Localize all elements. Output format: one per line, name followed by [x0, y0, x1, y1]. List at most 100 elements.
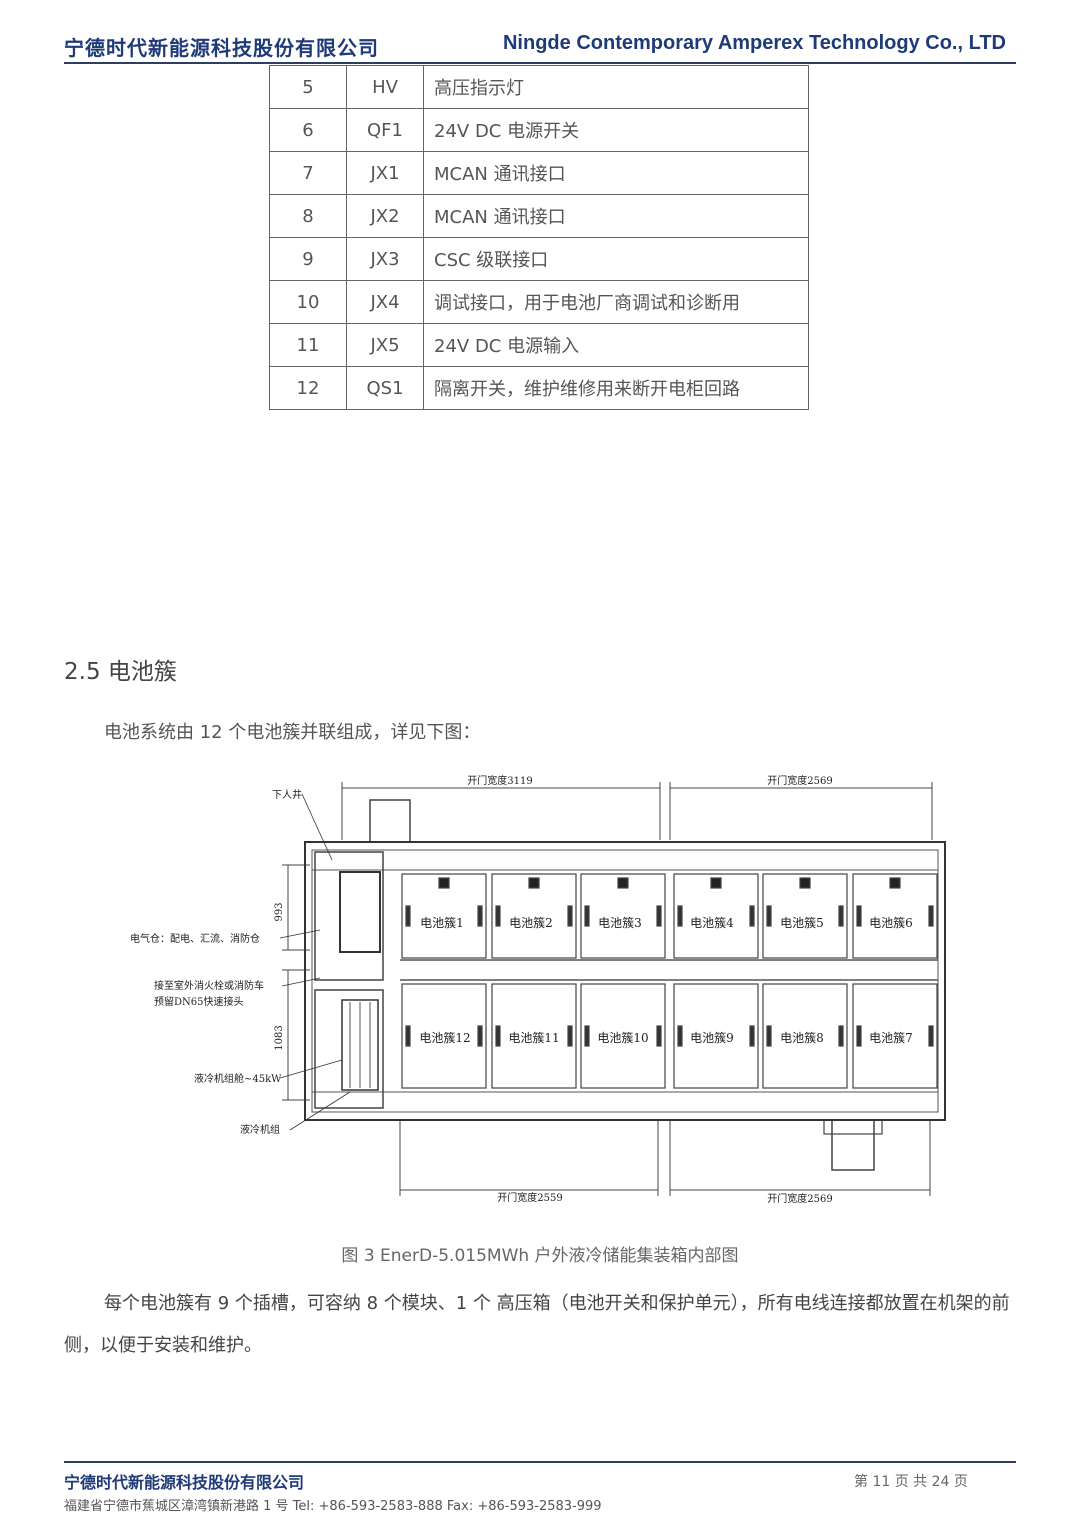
cluster-label: 电池簇10 — [597, 1030, 648, 1045]
body-paragraph: 每个电池簇有 9 个插槽，可容纳 8 个模块、1 个 高压箱（电池开关和保护单元… — [64, 1293, 1010, 1356]
container-layout-diagram: 开门宽度3119 开门宽度2569 开门宽度2559 开门宽度2569 993 … — [130, 774, 946, 1205]
cluster-cell — [401, 873, 487, 959]
cluster-bracket — [584, 1025, 590, 1047]
cluster-label: 电池簇3 — [598, 915, 642, 930]
cluster-cell — [401, 983, 487, 1089]
cluster-label: 电池簇11 — [508, 1030, 559, 1045]
row-number: 8 — [269, 194, 347, 238]
footer-company: 宁德时代新能源科技股份有限公司 — [64, 1473, 305, 1492]
row-description: 调试接口，用于电池厂商调试和诊断用 — [423, 280, 809, 324]
cluster-bracket — [567, 1025, 573, 1047]
cluster-marker — [438, 877, 450, 889]
label-cooling-unit: 液冷机组 — [240, 1123, 280, 1136]
cluster-bracket — [928, 905, 934, 927]
cluster-bracket — [677, 905, 683, 927]
cluster-bracket — [928, 1025, 934, 1047]
cluster-bracket — [477, 905, 483, 927]
row-description: MCAN 通讯接口 — [423, 151, 809, 195]
header-company-cn: 宁德时代新能源科技股份有限公司 — [64, 36, 379, 60]
figure-caption: 图 3 EnerD-5.015MWh 户外液冷储能集装箱内部图 — [341, 1246, 739, 1266]
label-manhole: 下人井 — [272, 788, 302, 801]
cluster-label: 电池簇8 — [780, 1030, 824, 1045]
row-code: HV — [346, 65, 424, 109]
cluster-bracket — [838, 1025, 844, 1047]
cluster-marker — [617, 877, 629, 889]
row-description: 高压指示灯 — [423, 65, 809, 109]
cluster-bracket — [405, 1025, 411, 1047]
cluster-bracket — [838, 905, 844, 927]
cooling-compartment — [314, 989, 384, 1109]
cluster-bracket — [856, 905, 862, 927]
dim-993: 993 — [274, 902, 285, 921]
cluster-bracket — [856, 1025, 862, 1047]
cluster-marker — [710, 877, 722, 889]
cluster-bracket — [656, 905, 662, 927]
row-number: 7 — [269, 151, 347, 195]
cluster-label: 电池簇6 — [869, 915, 913, 930]
cluster-bracket — [656, 1025, 662, 1047]
cluster-marker — [528, 877, 540, 889]
cluster-cell — [673, 983, 759, 1089]
cluster-label: 电池簇5 — [780, 915, 824, 930]
cluster-bracket — [477, 1025, 483, 1047]
cluster-label: 电池簇9 — [690, 1030, 734, 1045]
section-title: 2.5 电池簇 — [64, 659, 177, 685]
label-electrical: 电气仓：配电、汇流、消防仓 — [130, 932, 260, 945]
cluster-bracket — [677, 1025, 683, 1047]
cluster-cell — [852, 873, 938, 959]
label-cooling-cabin: 液冷机组舱~45kW — [194, 1072, 282, 1085]
row-description: 隔离开关，维护维修用来断开电柜回路 — [423, 366, 809, 410]
cluster-cell — [673, 873, 759, 959]
row-description: 24V DC 电源输入 — [423, 323, 809, 367]
row-number: 9 — [269, 237, 347, 281]
footer-address: 福建省宁德市蕉城区漳湾镇新港路 1 号 Tel: +86-593-2583-88… — [64, 1499, 602, 1514]
manhole-box — [369, 799, 411, 843]
dim-bottom-right: 开门宽度2569 — [767, 1192, 832, 1205]
page-number: 第 11 页 共 24 页 — [854, 1474, 968, 1490]
page-header: 宁德时代新能源科技股份有限公司 Ningde Contemporary Ampe… — [64, 28, 1016, 64]
cluster-cell — [580, 873, 666, 959]
row-code: JX2 — [346, 194, 424, 238]
dim-top-right: 开门宽度2569 — [767, 774, 832, 787]
row-code: JX4 — [346, 280, 424, 324]
cluster-bracket — [495, 1025, 501, 1047]
row-code: JX5 — [346, 323, 424, 367]
row-code: QS1 — [346, 366, 424, 410]
cluster-bracket — [495, 905, 501, 927]
cluster-marker — [889, 877, 901, 889]
row-description: 24V DC 电源开关 — [423, 108, 809, 152]
cluster-bracket — [766, 1025, 772, 1047]
cluster-bracket — [567, 905, 573, 927]
cluster-bracket — [749, 1025, 755, 1047]
cluster-bracket — [405, 905, 411, 927]
row-code: JX1 — [346, 151, 424, 195]
label-fire-2: 预留DN65快速接头 — [154, 995, 244, 1008]
cluster-label: 电池簇7 — [869, 1030, 913, 1045]
cluster-bracket — [766, 905, 772, 927]
cluster-cell — [852, 983, 938, 1089]
row-number: 5 — [269, 65, 347, 109]
row-number: 6 — [269, 108, 347, 152]
dim-bottom-left: 开门宽度2559 — [497, 1191, 562, 1204]
label-fire-1: 接至室外消火栓或消防车 — [154, 979, 264, 992]
cluster-marker — [799, 877, 811, 889]
row-code: JX3 — [346, 237, 424, 281]
row-description: MCAN 通讯接口 — [423, 194, 809, 238]
row-number: 10 — [269, 280, 347, 324]
cluster-cell — [491, 873, 577, 959]
dim-top-left: 开门宽度3119 — [467, 774, 532, 787]
row-code: QF1 — [346, 108, 424, 152]
cluster-label: 电池簇2 — [509, 915, 553, 930]
cluster-bracket — [584, 905, 590, 927]
cluster-label: 电池簇12 — [419, 1030, 470, 1045]
electrical-compartment — [314, 851, 384, 981]
cluster-label: 电池簇4 — [690, 915, 734, 930]
cluster-bracket — [749, 905, 755, 927]
